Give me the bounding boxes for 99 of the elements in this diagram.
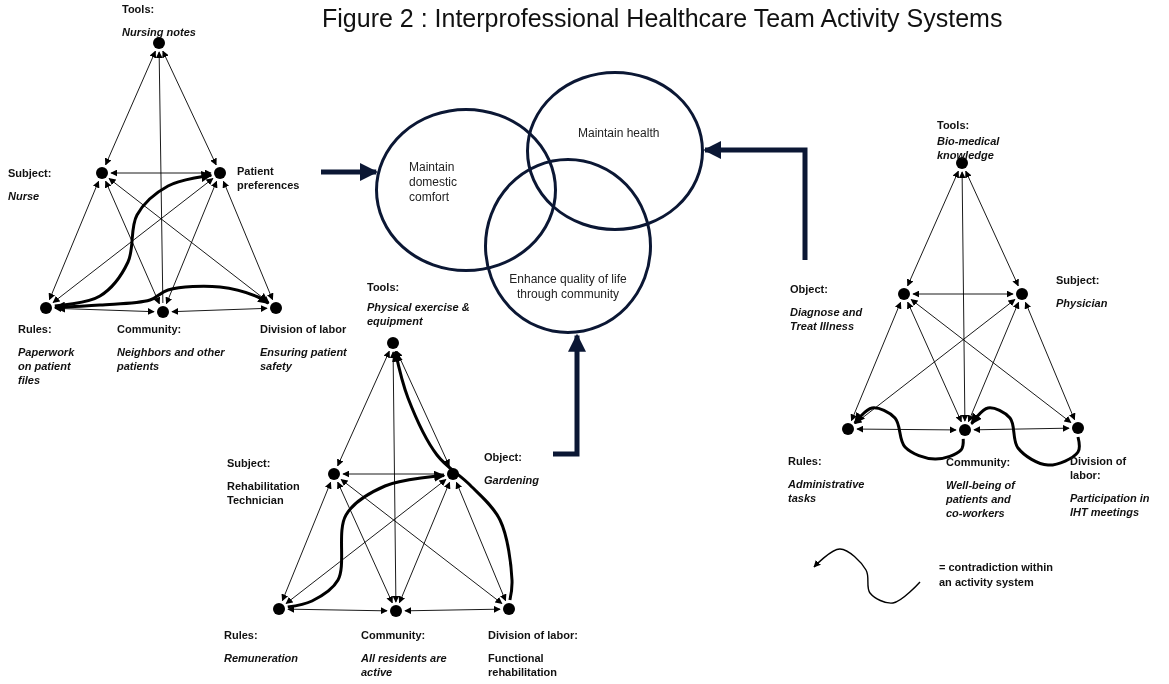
relation-arrow	[404, 605, 501, 615]
legend-text: = contradiction within an activity system	[939, 560, 1054, 590]
node-dot	[959, 424, 971, 436]
node-dot	[842, 423, 854, 435]
element-description: Functional rehabilitation	[488, 651, 559, 679]
contradiction-arrow	[392, 350, 514, 601]
element-heading: Tools:	[122, 2, 156, 16]
node-dot	[157, 306, 169, 318]
element-heading: Community:	[117, 322, 183, 336]
relation-arrow	[104, 180, 161, 305]
element-description: Physical exercise & equipment	[367, 300, 471, 328]
contradiction-arrow	[853, 406, 965, 461]
relation-arrow	[48, 180, 100, 301]
element-description: Remuneration	[224, 651, 299, 665]
goal-text: Enhance quality of life through community	[509, 272, 627, 302]
element-heading: Patient preferences	[237, 164, 301, 192]
relation-arrow	[389, 351, 400, 603]
goal-circle	[375, 108, 557, 272]
element-heading: Rules:	[788, 454, 823, 468]
element-description: Paperwork on patient files	[18, 345, 76, 387]
node-dot	[1072, 422, 1084, 434]
element-heading: Rules:	[18, 322, 53, 336]
element-description: Physician	[1056, 296, 1109, 310]
figure-title: Figure 2 : Interprofessional Healthcare Team Activity Systems	[322, 4, 1003, 33]
element-description: Administrative tasks	[788, 477, 866, 505]
element-heading: Community:	[946, 455, 1012, 469]
node-dot	[153, 37, 165, 49]
element-description: Nursing notes	[122, 25, 197, 39]
node-dot	[40, 302, 52, 314]
node-dot	[270, 302, 282, 314]
flow-arrow	[321, 163, 378, 181]
element-description: Neighbors and other patients	[117, 345, 226, 373]
relation-arrow	[856, 425, 957, 434]
relation-arrow	[108, 178, 270, 303]
relation-arrow	[337, 481, 393, 604]
relation-arrow	[222, 180, 274, 301]
element-description: Well-being of patients and co-workers	[946, 478, 1017, 520]
element-heading: Community:	[361, 628, 427, 642]
node-dot	[387, 337, 399, 349]
relation-arrow	[965, 170, 1019, 287]
element-description: Ensuring patient safety	[260, 345, 348, 373]
relation-arrow	[907, 170, 959, 287]
element-description: Rehabilitation Technician	[227, 479, 301, 507]
relation-arrow	[910, 299, 1072, 423]
relation-arrow	[1024, 301, 1076, 421]
flow-arrow	[703, 141, 808, 260]
element-heading: Rules:	[224, 628, 259, 642]
relation-arrow	[337, 350, 390, 467]
goal-text: Maintain domestic comfort	[409, 160, 459, 205]
node-dot	[328, 468, 340, 480]
relation-arrow	[455, 481, 507, 602]
node-dot	[214, 167, 226, 179]
node-dot	[447, 468, 459, 480]
element-heading: Subject:	[8, 166, 53, 180]
goal-circle	[484, 158, 652, 334]
relation-arrow	[171, 305, 268, 315]
element-heading: Division of labor:	[1070, 454, 1128, 482]
relation-arrow	[104, 50, 157, 166]
element-description: Diagnose and Treat Illness	[790, 305, 864, 333]
goal-circle	[526, 71, 704, 231]
element-heading: Division of labor:	[488, 628, 579, 642]
node-dot	[503, 603, 515, 615]
element-description: Bio-medical knowledge	[937, 134, 1001, 162]
element-heading: Tools:	[367, 280, 401, 294]
relation-arrow	[340, 479, 503, 604]
contradiction-arrow	[53, 284, 270, 313]
relation-arrow	[973, 424, 1070, 434]
element-description: Gardening	[484, 473, 540, 487]
element-heading: Subject:	[227, 456, 272, 470]
element-description: Nurse	[8, 189, 41, 203]
flow-arrow	[553, 333, 586, 457]
node-dot	[1016, 288, 1028, 300]
element-heading: Division of labor	[260, 322, 348, 336]
relation-arrow	[281, 481, 332, 602]
relation-arrow	[912, 290, 1014, 298]
node-dot	[390, 605, 402, 617]
goal-text: Maintain health	[578, 126, 661, 141]
node-dot	[96, 167, 108, 179]
element-description: Participation in IHT meetings	[1070, 491, 1151, 519]
relation-arrow	[396, 350, 450, 467]
relation-arrow	[287, 605, 388, 615]
relation-arrow	[967, 301, 1020, 423]
element-description: All residents are active	[361, 651, 448, 679]
contradiction-arrow	[970, 406, 1081, 467]
relation-arrow	[110, 169, 212, 177]
relation-arrow	[398, 481, 451, 604]
element-heading: Object:	[790, 282, 829, 296]
relation-arrow	[162, 50, 217, 166]
relation-arrow	[54, 305, 155, 315]
node-dot	[273, 603, 285, 615]
relation-arrow	[958, 171, 969, 422]
relation-arrow	[907, 301, 962, 423]
relation-arrow	[850, 301, 902, 422]
relation-arrow	[165, 180, 218, 305]
element-heading: Tools:	[937, 118, 971, 132]
relation-arrow	[854, 299, 1016, 424]
element-heading: Subject:	[1056, 273, 1101, 287]
node-dot	[898, 288, 910, 300]
element-heading: Object:	[484, 450, 523, 464]
